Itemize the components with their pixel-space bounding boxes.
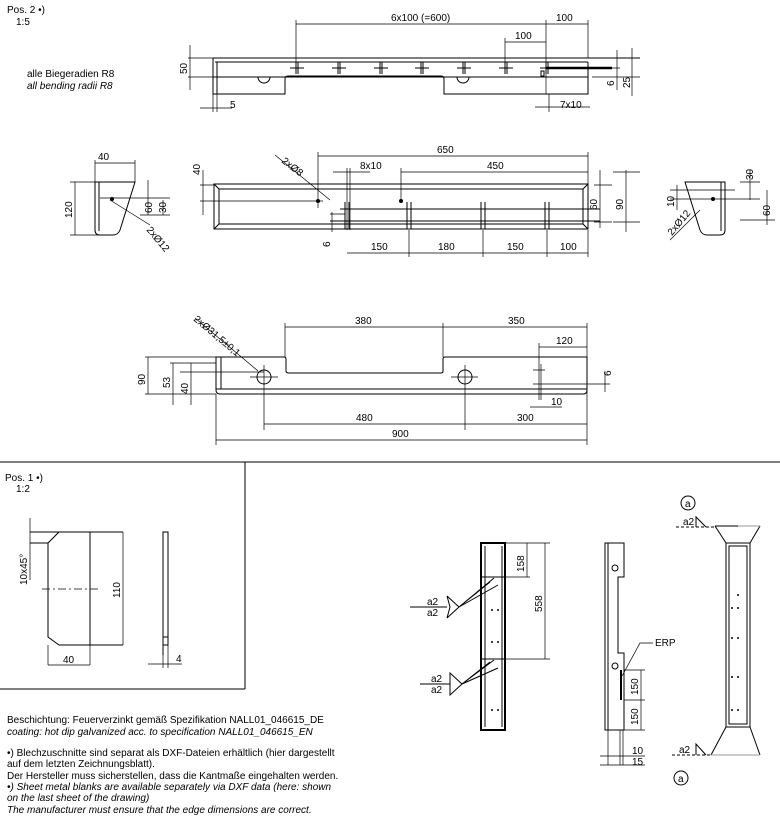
dim-10: 10 <box>632 746 644 757</box>
dim-180: 180 <box>438 242 455 253</box>
dim-6: 6 <box>322 241 333 247</box>
dim-110: 110 <box>112 582 123 598</box>
dim-25: 25 <box>622 76 633 88</box>
dim-30: 30 <box>745 168 756 180</box>
dim-30: 30 <box>158 201 169 213</box>
dim-6: 6 <box>603 370 614 376</box>
dim-350: 350 <box>508 316 525 327</box>
weld-symbol-label: a2 <box>431 685 443 696</box>
notes: Beschichtung: Feuerverzinkt gemäß Spezif… <box>7 715 338 816</box>
dim-4: 4 <box>176 654 182 665</box>
dim-150: 150 <box>630 708 641 725</box>
coating-note-de: Beschichtung: Feuerverzinkt gemäß Spezif… <box>7 715 324 726</box>
dim-120: 120 <box>64 201 75 218</box>
pos1-view: Pos. 1 •) 1:2 10x45° 110 40 4 <box>5 473 182 668</box>
assembly-front-view: a2 a2 a2 a2 158 558 <box>410 542 550 731</box>
dim-450: 450 <box>487 161 504 172</box>
dim-holes: 2xØ12 <box>144 225 172 255</box>
bending-note-de: alle Biegeradien R8 <box>27 69 115 80</box>
dim-90: 90 <box>137 373 148 385</box>
dim-53: 53 <box>162 376 173 388</box>
pos2-scale: 1:5 <box>16 17 30 28</box>
bending-note-en: all bending radii R8 <box>27 81 113 92</box>
blanks-note-en: on the last sheet of the drawing) <box>7 793 149 804</box>
pos2-right-view: 10 30 60 2xØ12 <box>666 168 775 241</box>
weld-symbol-label: a2 <box>427 597 439 608</box>
assembly-side-view: ERP 150 150 10 15 <box>600 542 676 768</box>
dim-150: 150 <box>630 678 641 695</box>
weld-symbol-label: a2 <box>427 608 439 619</box>
blanks-note-de: auf dem letzten Zeichnungsblatt). <box>7 759 155 770</box>
weld-symbol-label: a2 <box>679 745 691 756</box>
detail-label: a <box>685 499 691 510</box>
manufacturer-note-de: Der Hersteller muss sicherstellen, dass … <box>7 771 338 782</box>
dim-holes: 2xØ31,5±0,1 <box>191 314 242 359</box>
dim-6: 6 <box>606 80 617 86</box>
assembly-end-view: a2 a2 a a <box>672 495 761 786</box>
dim-158: 158 <box>516 555 527 572</box>
dim-holes: 2xØ12 <box>666 208 694 238</box>
dim-chamfer: 10x45° <box>19 554 30 585</box>
dim-8x10: 8x10 <box>360 161 382 172</box>
pos1-scale: 1:2 <box>16 484 30 495</box>
slot-marks <box>290 62 554 74</box>
dim-10: 10 <box>666 195 677 207</box>
dim-pitch: 6x100 (=600) <box>391 13 450 24</box>
dim-558: 558 <box>534 595 545 612</box>
coating-note-en: coating: hot dip galvanized acc. to spec… <box>7 727 314 738</box>
blanks-note-de: •) Blechzuschnitte sind separat als DXF-… <box>7 748 335 759</box>
pos2-front-view: 650 450 8x10 2xØ8 40 6 60 90 150 180 150… <box>192 145 640 257</box>
detail-marker <box>673 770 689 786</box>
dim-60: 60 <box>762 204 773 216</box>
dim-90: 90 <box>615 198 626 210</box>
dim-380: 380 <box>355 316 372 327</box>
manufacturer-note-en: The manufacturer must ensure that the ed… <box>7 805 312 816</box>
dim-650: 650 <box>437 145 454 156</box>
dim-100: 100 <box>515 31 532 42</box>
section-divider <box>0 461 780 690</box>
weld-symbol-label: a2 <box>431 674 443 685</box>
dim-300: 300 <box>517 413 534 424</box>
erp-label: ERP <box>655 638 676 649</box>
dim-slots: 7x10 <box>560 100 582 111</box>
dim-60: 60 <box>144 201 155 213</box>
pos2-top-view: 6x100 (=600) 100 100 5 7x10 50 6 25 <box>179 13 640 112</box>
dim-10: 10 <box>551 397 563 408</box>
blanks-note-en: •) Sheet metal blanks are available sepa… <box>7 782 331 793</box>
pos2-bottom-view: 2xØ31,5±0,1 380 350 120 90 53 40 6 10 48… <box>137 314 614 445</box>
detail-marker <box>680 495 696 511</box>
dim-50: 50 <box>179 62 190 74</box>
dim-40: 40 <box>63 655 75 666</box>
dim-5: 5 <box>230 100 236 111</box>
pos2-title: Pos. 2 •) <box>7 5 45 16</box>
dim-100: 100 <box>556 13 573 24</box>
dim-150: 150 <box>371 242 388 253</box>
weld-symbol-label: a2 <box>683 517 695 528</box>
dim-480: 480 <box>356 413 373 424</box>
dim-15: 15 <box>632 757 644 768</box>
dim-60: 60 <box>589 198 600 210</box>
detail-label: a <box>678 774 684 785</box>
dim-40: 40 <box>98 152 110 163</box>
dim-40: 40 <box>180 382 191 394</box>
dim-holes: 2xØ8 <box>279 156 305 180</box>
pos1-title: Pos. 1 •) <box>5 473 43 484</box>
dim-40: 40 <box>192 163 203 175</box>
dim-120: 120 <box>556 336 573 347</box>
dim-900: 900 <box>392 429 409 440</box>
dim-150: 150 <box>507 242 524 253</box>
dim-100: 100 <box>560 242 577 253</box>
pos2-left-view: 40 120 60 30 2xØ12 <box>64 152 171 255</box>
